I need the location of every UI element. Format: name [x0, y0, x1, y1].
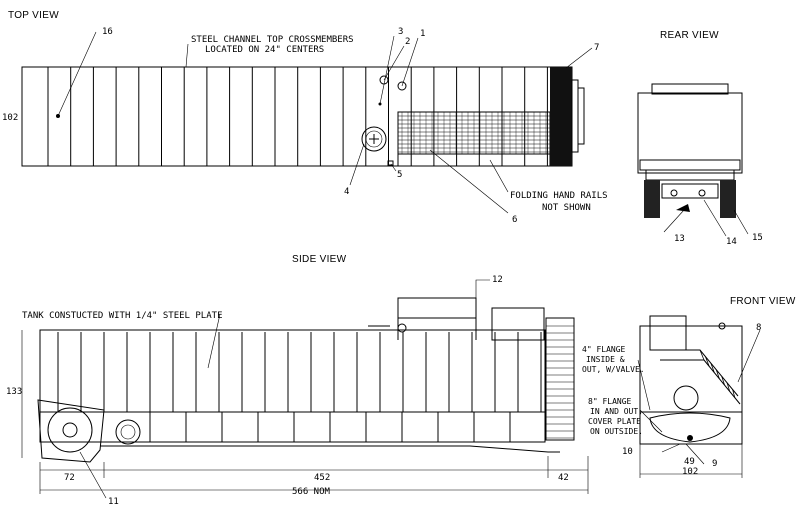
- kingpin-end: [37, 399, 105, 463]
- callout-10: 10: [622, 447, 633, 457]
- callout-14: 14: [726, 237, 737, 247]
- front-body: [639, 325, 743, 445]
- dim-front-49: 49: [684, 457, 695, 467]
- callout-11: 11: [108, 497, 119, 507]
- callout-15: 15: [752, 233, 763, 243]
- manhole-icon: [361, 126, 387, 152]
- flange8-note: 8" FLANGE: [588, 397, 632, 406]
- handrails-note-2: NOT SHOWN: [542, 203, 591, 213]
- callout-9: 9: [712, 459, 717, 469]
- dim-front-overhang: 42: [558, 473, 569, 483]
- front-railing: [649, 315, 687, 351]
- callout-4: 4: [344, 187, 349, 197]
- front-view-title: FRONT VIEW: [730, 296, 796, 307]
- tank-body-upper: [39, 329, 546, 413]
- rear-wheel-left: [644, 180, 660, 218]
- rear-hatch-block: [550, 67, 572, 166]
- flange8-note-2: IN AND OUT,: [590, 407, 643, 416]
- dim-rear-overhang: 72: [64, 473, 75, 483]
- callout-2: 2: [405, 37, 410, 47]
- top-view: TOP VIEW 16 STEEL CHANNEL TOP CR: [2, 10, 608, 225]
- dim-side-height: 133: [6, 387, 22, 397]
- lower-panels: [149, 412, 511, 442]
- stair-tread: [699, 349, 705, 361]
- callout-1: 1: [420, 29, 425, 39]
- callout-7: 7: [594, 43, 599, 53]
- ladder-rungs: [546, 325, 574, 439]
- handrails-note: FOLDING HAND RAILS: [510, 191, 608, 201]
- rear-ladder: [577, 87, 585, 145]
- flange4-note-2: INSIDE &: [586, 355, 625, 364]
- rear-step: [571, 79, 579, 153]
- flange-8-icon: [649, 412, 731, 443]
- rear-body: [637, 92, 743, 174]
- dim-top-width: 102: [2, 113, 18, 123]
- stair-tread: [705, 356, 710, 367]
- stair-tread: [710, 363, 715, 373]
- top-view-outline: [21, 66, 573, 167]
- flange4-note: 4" FLANGE: [582, 345, 626, 354]
- manhole-side-icon: [115, 419, 141, 445]
- vent-icon: [397, 81, 407, 91]
- callout-3: 3: [398, 27, 403, 37]
- rear-view: REAR VIEW 13 14 15: [637, 30, 763, 247]
- dim-overall-length: 566 NOM: [292, 487, 331, 497]
- stair-tread: [726, 382, 731, 392]
- flange4-note-3: OUT, W/VALVE.: [582, 365, 645, 374]
- flange8-note-3: COVER PLATE: [588, 417, 641, 426]
- walkway-edge: [397, 153, 551, 167]
- top-crossmembers: [47, 67, 548, 166]
- tank-body-lower: [39, 411, 546, 443]
- tank-plate-note: TANK CONSTUCTED WITH 1/4" STEEL PLATE: [22, 311, 222, 321]
- grating-pattern: [398, 112, 550, 154]
- stair-tread: [715, 369, 720, 379]
- side-view-title: SIDE VIEW: [292, 254, 347, 265]
- callout-8: 8: [756, 323, 761, 333]
- callout-16: 16: [102, 27, 113, 37]
- crossmembers-note: STEEL CHANNEL TOP CROSSMEMBERS: [191, 35, 354, 45]
- stair-tread: [732, 389, 736, 398]
- crossmembers-note-2: LOCATED ON 24" CENTERS: [205, 45, 324, 55]
- front-view: FRONT VIEW 4" FLANGE INSIDE & OUT, W/VAL…: [582, 296, 796, 478]
- top-view-title: TOP VIEW: [8, 10, 59, 21]
- callout-13: 13: [674, 234, 685, 244]
- side-view: SIDE VIEW TANK CONSTUCTED WITH 1/4" STEE…: [6, 254, 589, 507]
- flange-4-icon: [673, 385, 699, 411]
- rear-view-title: REAR VIEW: [660, 30, 719, 41]
- side-stiffeners: [57, 332, 542, 412]
- dim-body-length: 452: [314, 473, 330, 483]
- callout-6: 6: [512, 215, 517, 225]
- top-railing: [397, 297, 477, 319]
- front-ladder: [545, 317, 575, 441]
- front-stairs: [699, 349, 736, 398]
- flange8-note-4: ON OUTSIDE.: [590, 427, 643, 436]
- front-railing: [491, 307, 545, 341]
- wheel-icon: [47, 407, 93, 453]
- dim-front-width: 102: [682, 467, 698, 477]
- rear-wheel-right: [720, 180, 736, 218]
- callout-12: 12: [492, 275, 503, 285]
- callout-5: 5: [397, 170, 402, 180]
- stair-tread: [721, 376, 725, 386]
